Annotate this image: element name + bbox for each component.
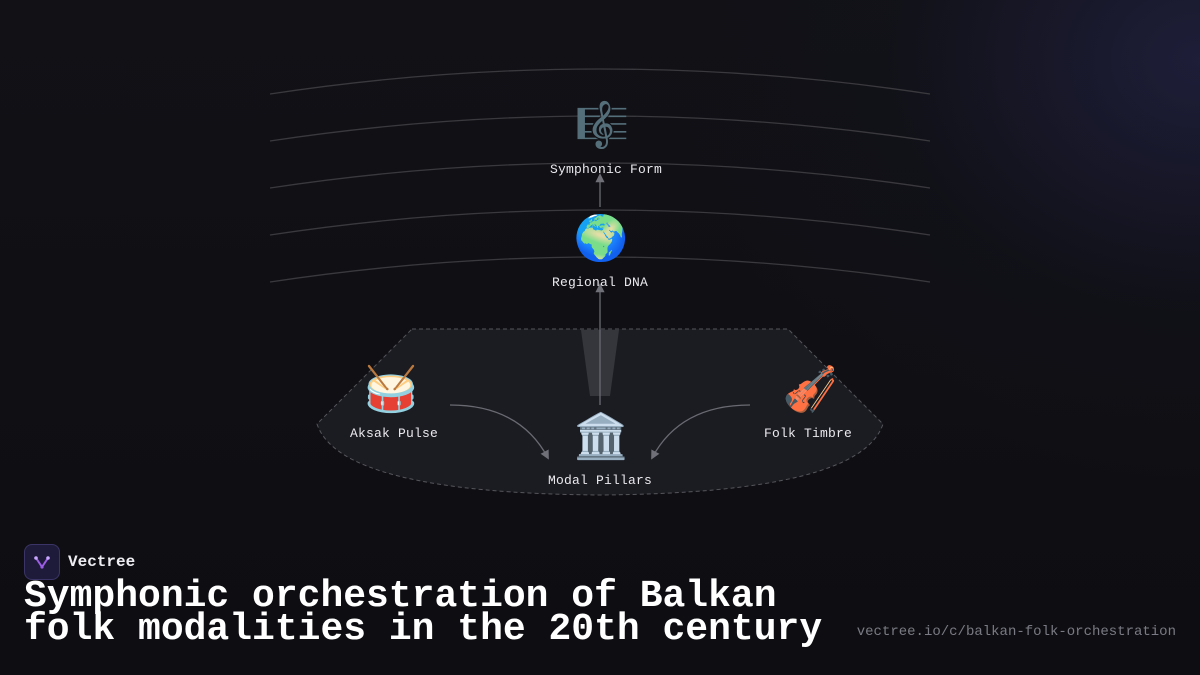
node-label-folk-timbre: Folk Timbre [763,426,852,441]
drum-icon: 🥁 [363,364,419,415]
node-label-symphonic-form: Symphonic Form [549,162,663,177]
background-arcs [269,68,931,283]
source-url[interactable]: vectree.io/c/balkan-folk-orchestration [856,624,1176,640]
node-label-regional-dna: Regional DNA [551,275,648,290]
arc-line-3 [269,162,931,189]
musical-score-icon: 🎼 [574,100,630,151]
vectree-logo-icon [24,544,60,580]
page-title: Symphonic orchestration of Balkan folk m… [24,575,823,651]
violin-icon: 🎻 [782,364,838,415]
node-label-modal-pillars: Modal Pillars [547,473,653,488]
edge-folk-timbre-to-modal-pillars [651,404,751,460]
arc-line-1 [269,68,931,95]
arc-line-2 [269,115,931,142]
globe-icon: 🌍 [573,213,629,264]
brand-name: Vectree [68,553,136,571]
arc-line-5 [269,256,931,283]
node-label-aksak-pulse: Aksak Pulse [349,426,438,441]
brand: Vectree [24,544,135,580]
edge-aksak-pulse-to-modal-pillars [449,404,549,460]
platform-base [316,328,884,496]
classical-building-icon: 🏛️ [573,411,629,462]
arc-line-4 [269,209,931,236]
